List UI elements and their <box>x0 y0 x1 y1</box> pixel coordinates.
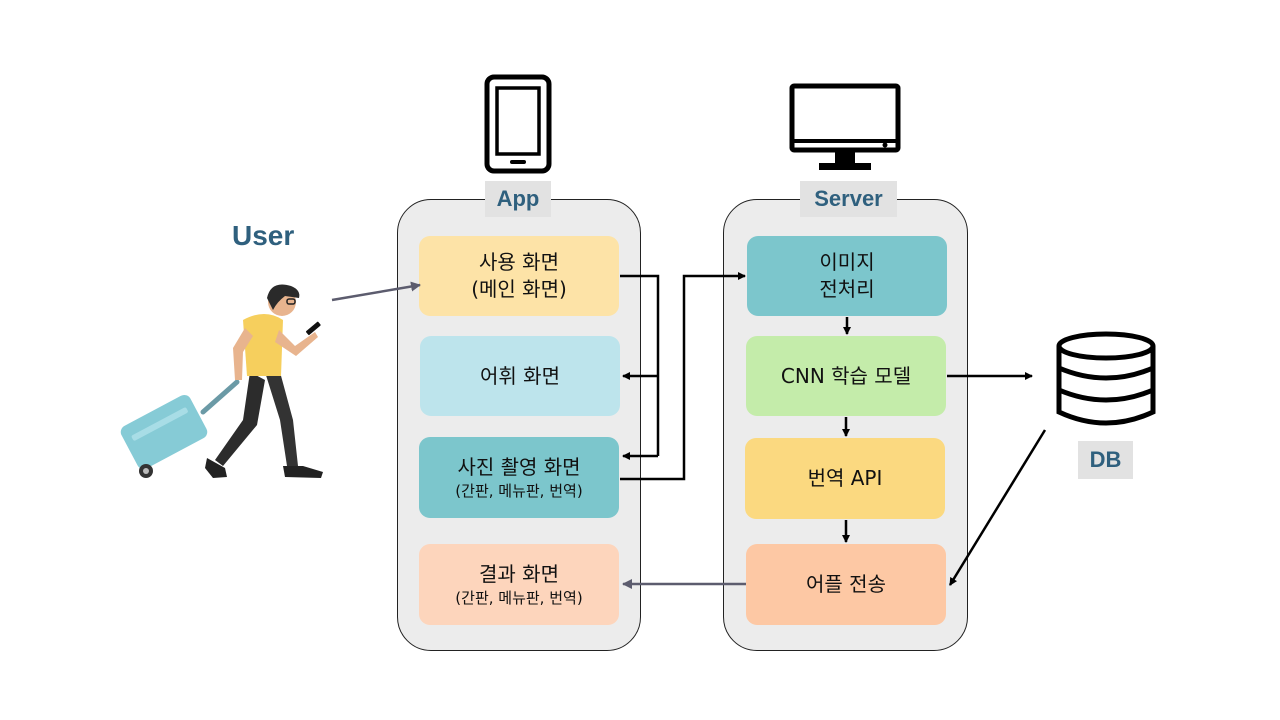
traveler-illustration <box>120 284 323 478</box>
database-icon <box>1056 331 1156 426</box>
result-screen-box: 결과 화면 (간판, 메뉴판, 번역) <box>419 544 619 625</box>
arrow-user-to-app <box>331 281 421 302</box>
db-label: DB <box>1078 441 1133 479</box>
result-screen-sublabel: (간판, 메뉴판, 번역) <box>455 589 583 607</box>
arrow-db-to-transmit <box>948 429 1047 586</box>
main-screen-sublabel: (메인 화면) <box>471 277 567 301</box>
translation-api-box: 번역 API <box>745 438 945 519</box>
app-transmit-box: 어플 전송 <box>746 544 946 625</box>
image-preprocessing-label-2: 전처리 <box>819 277 875 301</box>
app-title: App <box>485 181 551 217</box>
image-preprocessing-box: 이미지 전처리 <box>747 236 947 316</box>
image-preprocessing-label-1: 이미지 <box>819 250 875 274</box>
suitcase-icon <box>120 379 240 478</box>
app-transmit-label: 어플 전송 <box>806 572 886 596</box>
photo-capture-screen-box: 사진 촬영 화면 (간판, 메뉴판, 번역) <box>419 437 619 518</box>
main-screen-box: 사용 화면 (메인 화면) <box>419 236 619 316</box>
arrow-main-branch <box>620 274 660 456</box>
monitor-icon <box>789 83 901 170</box>
cnn-model-label: CNN 학습 모델 <box>780 363 912 388</box>
result-screen-label: 결과 화면 <box>479 562 559 586</box>
user-label: User <box>232 220 295 251</box>
photo-capture-screen-sublabel: (간판, 메뉴판, 번역) <box>455 482 583 500</box>
arrow-photo-to-server <box>620 272 746 481</box>
server-title: Server <box>800 181 897 217</box>
translation-api-label: 번역 API <box>807 466 883 490</box>
photo-capture-screen-label: 사진 촬영 화면 <box>457 455 581 479</box>
cnn-model-box: CNN 학습 모델 <box>746 336 946 416</box>
main-screen-label: 사용 화면 <box>479 250 559 274</box>
smartphone-icon <box>484 74 552 174</box>
vocabulary-screen-label: 어휘 화면 <box>480 363 560 388</box>
person-icon <box>205 284 323 478</box>
vocabulary-screen-box: 어휘 화면 <box>420 336 620 416</box>
